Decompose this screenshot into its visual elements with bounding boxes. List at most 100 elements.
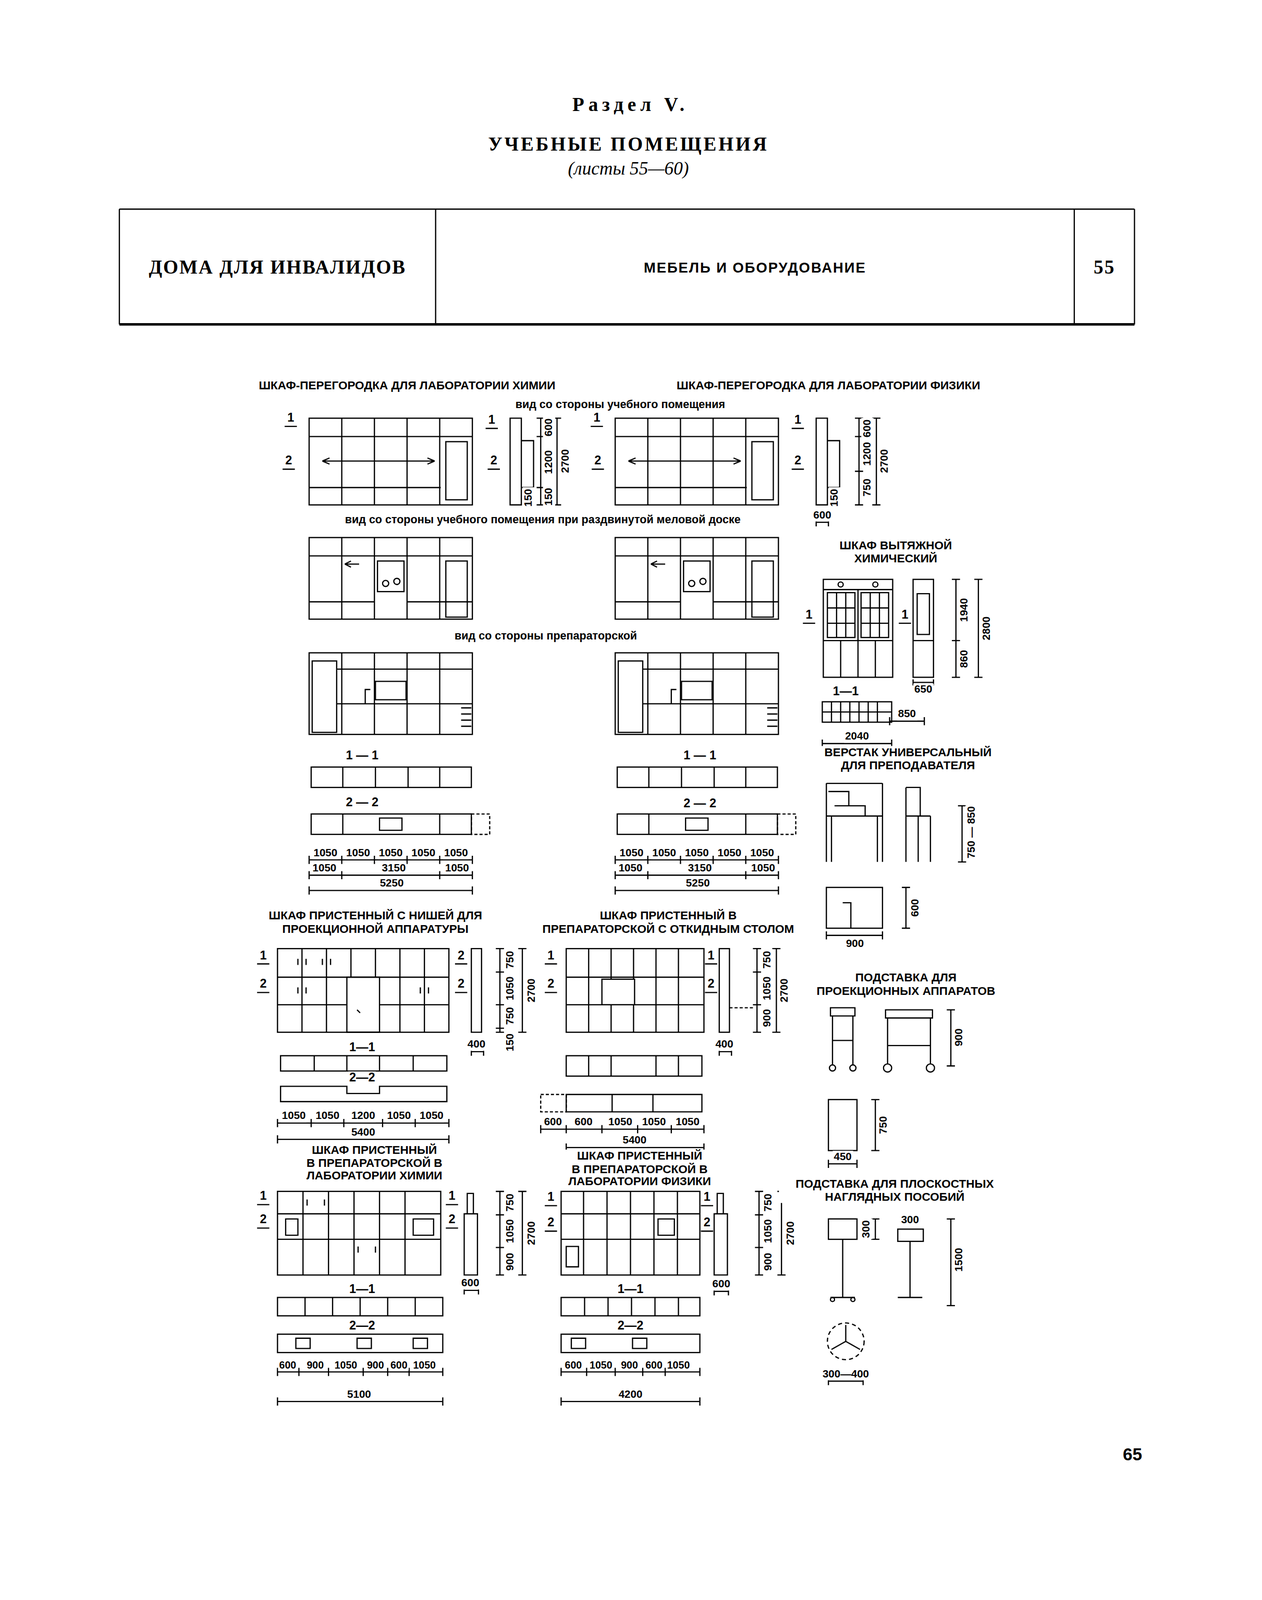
dimension: 1050 bbox=[345, 847, 372, 860]
dimension: 600 bbox=[861, 418, 874, 439]
dimension: 750 bbox=[761, 950, 774, 971]
dimension: 2700 bbox=[559, 448, 572, 475]
dimension: 150 bbox=[504, 1032, 517, 1053]
dimension: 5100 bbox=[346, 1388, 373, 1401]
dimension: 1050 bbox=[410, 847, 437, 860]
section-mark: 1 bbox=[546, 949, 556, 963]
dimension: 1050 bbox=[762, 1218, 775, 1245]
dimension: 600 bbox=[460, 1277, 481, 1290]
section-mark: 2 bbox=[546, 1216, 556, 1231]
header-cell: МЕБЕЛЬ И ОБОРУДОВАНИЕ bbox=[435, 209, 1075, 325]
dimension: 1050 bbox=[651, 847, 678, 860]
dimension: 2800 bbox=[980, 615, 993, 642]
section-mark: 2 bbox=[793, 454, 803, 469]
dimension: 600 bbox=[543, 417, 556, 438]
dimension: 750 bbox=[861, 477, 874, 498]
dimension: 1050 bbox=[418, 1110, 445, 1123]
section-mark: 2—2 bbox=[616, 1319, 645, 1333]
dimension: 1050 bbox=[311, 862, 338, 875]
header-text: 55 bbox=[1093, 255, 1116, 278]
dimension: 900 bbox=[952, 1027, 965, 1048]
section-mark: 2 bbox=[489, 454, 499, 469]
dimension: 650 bbox=[913, 683, 934, 696]
section-mark: 1 bbox=[702, 1191, 712, 1205]
section-mark: 2 bbox=[456, 949, 466, 963]
drawing-title: ШКАФ ВЫТЯЖНОЙ ХИМИЧЕСКИЙ bbox=[823, 538, 969, 565]
dimension: 150 bbox=[543, 486, 556, 507]
section-mark: 1 bbox=[546, 1191, 556, 1205]
section-mark: 1—1 bbox=[616, 1282, 645, 1297]
dimension: 600 bbox=[543, 1116, 563, 1129]
dimension: 2040 bbox=[843, 730, 871, 743]
dimension: 300 bbox=[860, 1219, 873, 1240]
dimension: 400 bbox=[466, 1038, 487, 1051]
dimension: 600 bbox=[564, 1359, 584, 1371]
section-mark: 1 bbox=[487, 413, 497, 427]
dimension: 150 bbox=[522, 487, 535, 508]
section-mark: 1 bbox=[900, 608, 910, 622]
drawing-title: ШКАФ ПРИСТЕННЫЙ В ПРЕПАРАТОРСКОЙ В ЛАБОР… bbox=[253, 1143, 496, 1183]
dimension: 900 bbox=[305, 1359, 325, 1371]
section-mark: 2 bbox=[258, 1213, 268, 1228]
dimension: 750 — 850 bbox=[965, 805, 978, 860]
section-mark: 2 bbox=[258, 977, 268, 992]
drawing-title: ШКАФ-ПЕРЕГОРОДКА ДЛЯ ЛАБОРАТОРИИ ХИМИИ bbox=[257, 378, 557, 392]
dimension: 1050 bbox=[280, 1110, 308, 1123]
section-mark: 2 bbox=[706, 977, 716, 992]
header-text: ДОМА ДЛЯ ИНВАЛИДОВ bbox=[149, 255, 407, 278]
section-mark: 2 bbox=[456, 977, 466, 992]
dimension: 1050 bbox=[314, 1110, 341, 1123]
dimension: 450 bbox=[832, 1150, 853, 1163]
dimension: 400 bbox=[714, 1038, 734, 1051]
section-title: Раздел V. bbox=[572, 93, 689, 117]
section-mark: 1—1 bbox=[348, 1040, 377, 1055]
drawing-title: ШКАФ ПРИСТЕННЫЙ С НИШЕЙ ДЛЯ ПРОЕКЦИОННОЙ… bbox=[247, 909, 505, 936]
section-mark: 1—1 bbox=[348, 1282, 377, 1297]
dimension: 3150 bbox=[381, 862, 408, 875]
section-mark: 1 bbox=[258, 949, 268, 963]
view-note: вид со стороны учебного помещения при ра… bbox=[344, 512, 742, 526]
dimension: 1050 bbox=[504, 975, 517, 1002]
drawing-title: ШКАФ ПРИСТЕННЫЙ В ПРЕПАРАТОРСКОЙ В ЛАБОР… bbox=[513, 1149, 766, 1189]
dimension: 900 bbox=[761, 1008, 774, 1028]
dimension: 1050 bbox=[411, 1359, 437, 1371]
dimension: 900 bbox=[844, 937, 865, 950]
dimension: 1050 bbox=[618, 847, 645, 860]
header-text: МЕБЕЛЬ И ОБОРУДОВАНИЕ bbox=[643, 258, 867, 275]
section-mark: 1 bbox=[804, 608, 814, 622]
section-mark: 1 — 1 bbox=[682, 749, 718, 763]
section-mark: 2 bbox=[447, 1213, 457, 1228]
dimension: 1200 bbox=[350, 1110, 377, 1123]
dimension: 900 bbox=[762, 1252, 775, 1272]
dimension: 150 bbox=[828, 487, 841, 508]
dimension: 750 bbox=[504, 1006, 517, 1026]
dimension: 2700 bbox=[525, 1220, 538, 1247]
drawing-title: ШКАФ ПРИСТЕННЫЙ В ПРЕПАРАТОРСКОЙ С ОТКИД… bbox=[519, 909, 817, 936]
dimension: 1050 bbox=[666, 1359, 691, 1371]
sheet-range: (листы 55—60) bbox=[567, 159, 691, 180]
header-cell: ДОМА ДЛЯ ИНВАЛИДОВ bbox=[119, 209, 436, 325]
drawing-title: ПОДСТАВКА ДЛЯ ПЛОСКОСТНЫХ НАГЛЯДНЫХ ПОСО… bbox=[778, 1177, 1011, 1204]
dimension: 750 bbox=[877, 1115, 890, 1136]
section-mark: 1 bbox=[258, 1190, 268, 1204]
section-mark: 2 bbox=[702, 1216, 712, 1231]
header-cell: 55 bbox=[1074, 209, 1135, 325]
dimension: 2700 bbox=[778, 977, 791, 1004]
section-mark: 1—1 bbox=[831, 684, 861, 699]
dimension: 5250 bbox=[684, 877, 712, 890]
dimension: 1200 bbox=[543, 449, 556, 476]
dimension: 750 bbox=[762, 1192, 775, 1213]
dimension: 1050 bbox=[444, 862, 471, 875]
dimension: 1050 bbox=[504, 1218, 517, 1245]
drawing-title: ШКАФ-ПЕРЕГОРОДКА ДЛЯ ЛАБОРАТОРИИ ФИЗИКИ bbox=[675, 378, 982, 392]
dimension: 600 bbox=[278, 1359, 298, 1371]
drawing-title: ВЕРСТАК УНИВЕРСАЛЬНЫЙ ДЛЯ ПРЕПОДАВАТЕЛЯ bbox=[804, 745, 1011, 772]
dimension: 2700 bbox=[878, 448, 891, 475]
dimension: 900 bbox=[619, 1359, 640, 1371]
dimension: 300 bbox=[900, 1214, 921, 1227]
dimension: 1050 bbox=[674, 1116, 701, 1129]
dimension: 1050 bbox=[617, 862, 644, 875]
dimension: 600 bbox=[389, 1359, 409, 1371]
dimension: 5400 bbox=[350, 1126, 377, 1139]
dimension: 1050 bbox=[641, 1116, 668, 1129]
